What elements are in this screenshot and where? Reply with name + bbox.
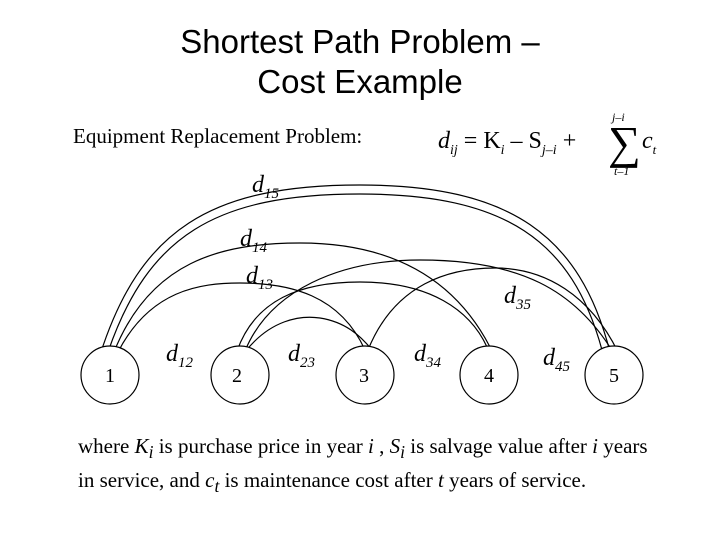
edge-d24 (236, 281, 488, 352)
desc-s-sub: i (400, 442, 405, 463)
edge-label-d23: d23 (288, 341, 315, 372)
formula-main: dij = Ki – Sj–i + (438, 128, 576, 159)
edge-label-d13-sub: 13 (258, 276, 273, 293)
edge-label-d14-base: d (240, 226, 252, 252)
edge-label-d12-sub: 12 (178, 354, 193, 371)
subtitle: Equipment Replacement Problem: (73, 124, 363, 148)
node-2 (210, 345, 270, 405)
desc-s: S (389, 434, 401, 458)
formula-eq: = K (457, 128, 501, 154)
edge-label-d45-sub: 45 (555, 358, 570, 375)
node-3-label: 3 (359, 365, 369, 387)
desc-c: c (205, 468, 215, 493)
formula-term-sub: t (652, 141, 657, 157)
cost-formula: dij = Ki – Sj–i + j–i ∑ t–1 ct (438, 110, 668, 182)
edge-label-d35: d35 (504, 283, 531, 314)
edge-label-d23-sub: 23 (300, 354, 315, 371)
node-4-label: 4 (484, 365, 494, 387)
formula-lhs-sub: ij (450, 142, 458, 158)
desc-i-1: i (368, 434, 374, 458)
edge-d25 (244, 259, 614, 353)
edge-d15-inner (107, 193, 603, 353)
edge-d13 (117, 282, 366, 353)
edge-d14 (113, 242, 491, 353)
desc-text-4: is salvage value after (405, 434, 593, 458)
title-line-2: Cost Example (257, 63, 463, 100)
node-1-label: 1 (105, 365, 115, 387)
formula-k-sub: i (500, 142, 505, 158)
edge-label-d34-base: d (414, 341, 426, 367)
edge-d15 (99, 184, 611, 356)
edge-label-d23-base: d (288, 341, 300, 367)
description: where Ki is purchase price in year i , S… (78, 432, 648, 500)
desc-i-2: i (592, 434, 599, 458)
edge-label-d35-sub: 35 (516, 296, 531, 313)
formula-term: ct (642, 128, 656, 158)
desc-text-3: , (373, 434, 390, 458)
desc-c-sub: t (214, 476, 220, 497)
desc-t: t (437, 468, 444, 493)
node-4 (459, 345, 519, 405)
formula-minus: – S (504, 128, 542, 154)
edge-label-d13: d13 (246, 263, 273, 294)
edge-label-d35-base: d (504, 283, 516, 309)
edge-label-d15-sub: 15 (264, 185, 279, 202)
formula-lhs: d (438, 128, 450, 154)
edge-label-d13-base: d (246, 263, 258, 289)
formula-plus: + (556, 128, 577, 154)
edge-label-d15-base: d (252, 172, 264, 198)
desc-text-7: years of service. (443, 468, 587, 493)
desc-text-6: is maintenance cost after (219, 468, 438, 493)
edge-label-d12: d12 (166, 341, 193, 372)
edge-label-d12-base: d (166, 341, 178, 367)
edge-label-d14-sub: 14 (252, 239, 267, 256)
edge-label-d15: d15 (252, 172, 279, 203)
sigma-symbol: ∑ (608, 117, 641, 168)
sum-upper-limit: j–i (612, 110, 625, 124)
node-5-label: 5 (609, 365, 619, 387)
node-3 (335, 345, 395, 405)
node-2-label: 2 (232, 365, 242, 387)
sum-lower-limit: t–1 (614, 164, 630, 178)
desc-text-2: is purchase price in year (153, 434, 369, 458)
desc-k: K (134, 434, 149, 458)
formula-term-base: c (642, 128, 653, 154)
slide-title: Shortest Path Problem – Cost Example (0, 22, 720, 102)
edge-label-d34-sub: 34 (426, 354, 441, 371)
desc-k-sub: i (148, 442, 154, 463)
desc-text-1: where (78, 434, 135, 458)
title-line-1: Shortest Path Problem – (180, 23, 540, 60)
edge-d23 (244, 316, 373, 353)
node-1 (80, 345, 140, 405)
edge-label-d45: d45 (543, 345, 570, 376)
edge-label-d34: d34 (414, 341, 441, 372)
edge-d35 (367, 267, 619, 353)
formula-s-sub: j–i (541, 142, 557, 158)
desc-text-5: years in service, and (78, 434, 648, 493)
node-5 (584, 345, 644, 405)
edge-label-d14: d14 (240, 226, 267, 257)
edge-label-d45-base: d (543, 345, 555, 371)
